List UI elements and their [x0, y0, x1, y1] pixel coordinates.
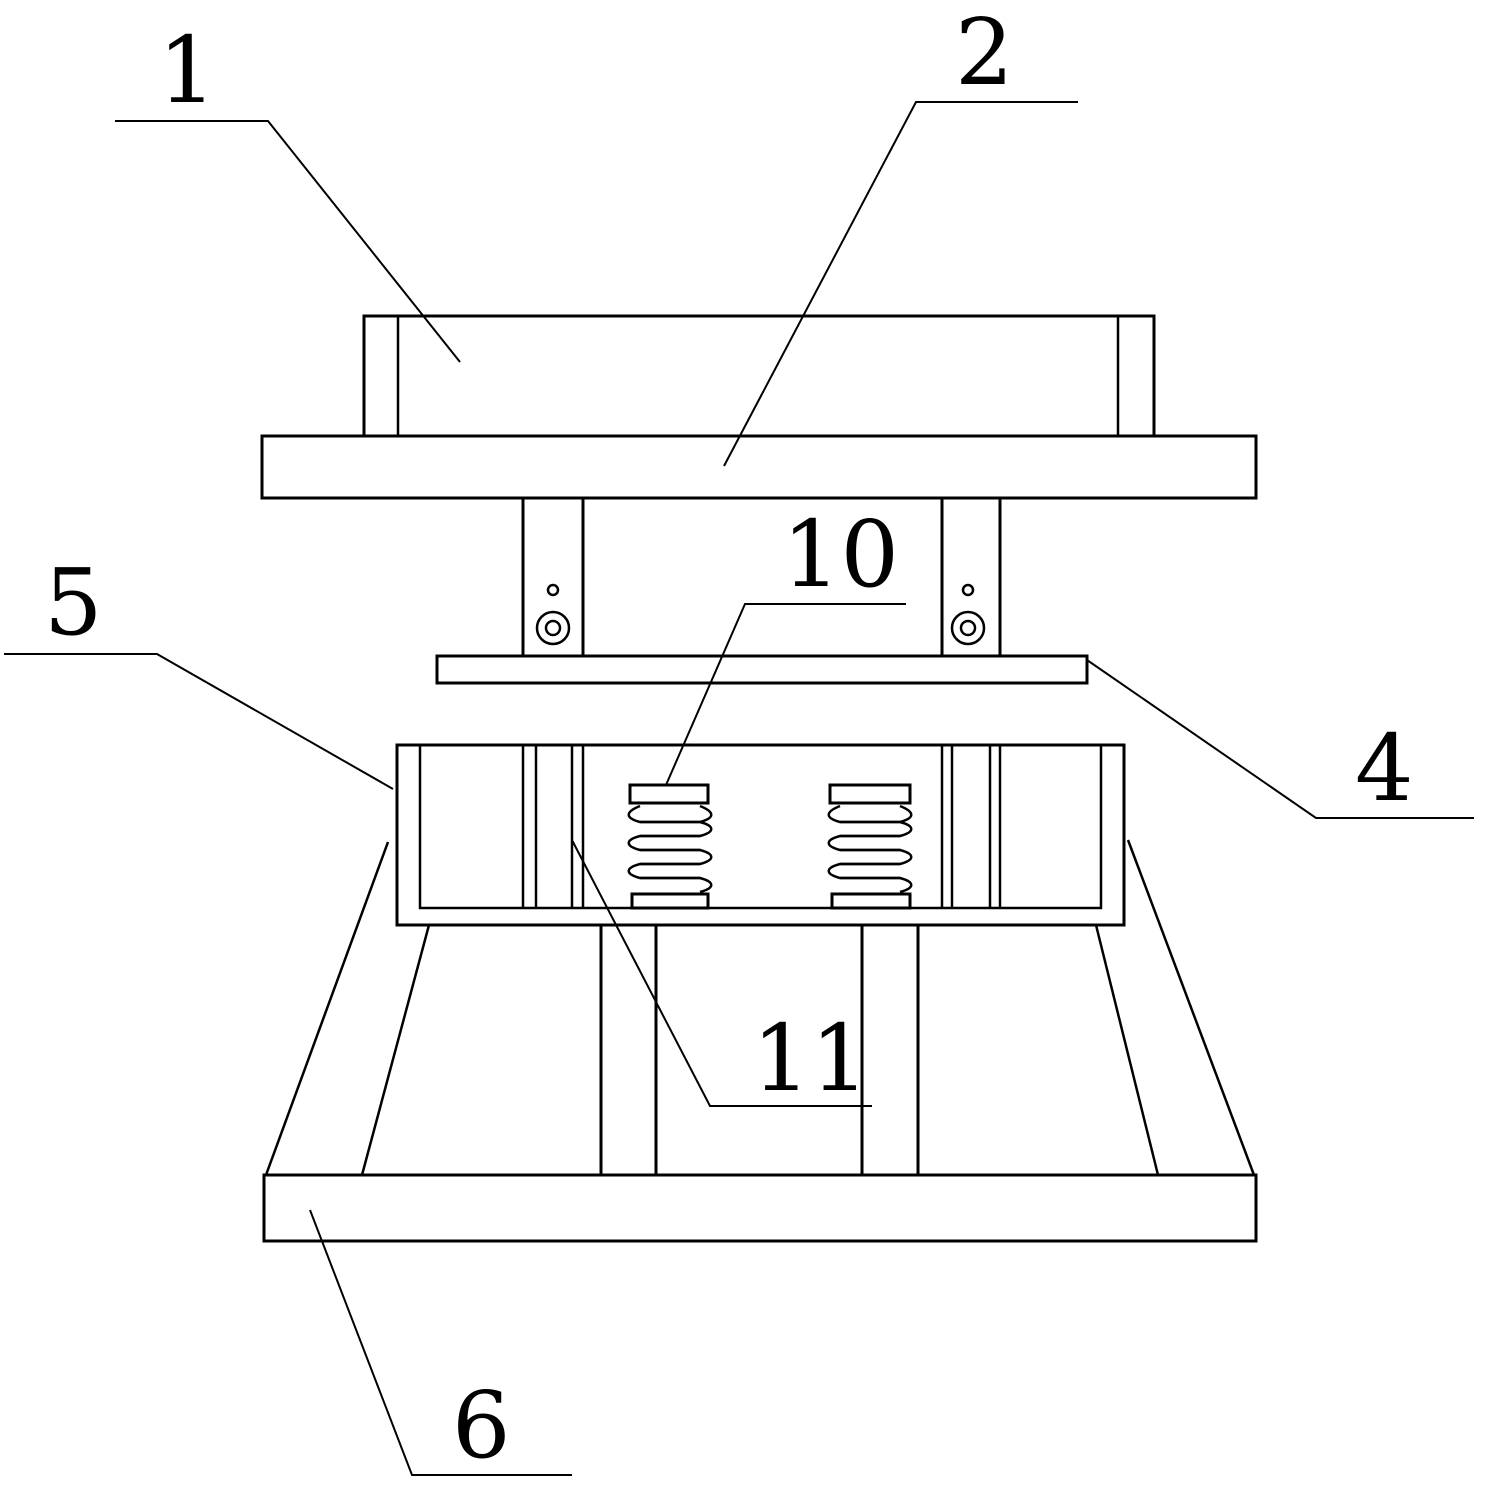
part-2-upper-plate [260, 434, 1258, 500]
callout-6: 6 [452, 1372, 511, 1479]
part-6-base-plate [262, 1173, 1258, 1243]
callout-5: 5 [44, 549, 103, 656]
callout-11: 11 [752, 1005, 869, 1112]
callout-2: 2 [955, 0, 1014, 106]
bolt-icon [535, 583, 571, 646]
part-10-spring-left [627, 783, 713, 910]
part-10-spring-right [827, 783, 913, 910]
guide-columns [521, 496, 1002, 658]
callout-4: 4 [1355, 715, 1414, 822]
bolt-icon [950, 583, 986, 646]
slanted-legs [264, 839, 1256, 1176]
part-4-middle-plate [435, 654, 1089, 685]
part-5-spring-box [395, 743, 1126, 927]
part-11-support-columns [599, 923, 920, 1177]
leader-lines [4, 101, 1474, 1476]
callout-1: 1 [158, 17, 217, 124]
part-1-top-frame [362, 314, 1156, 438]
callout-10: 10 [782, 501, 899, 608]
